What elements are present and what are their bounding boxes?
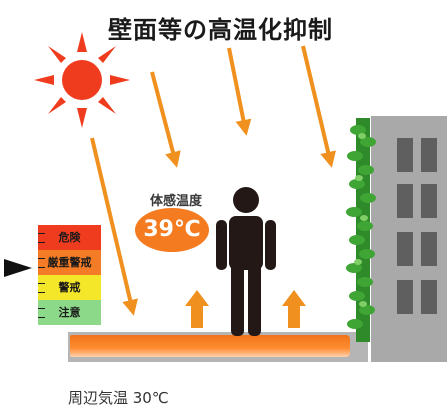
scale-tick (38, 308, 45, 309)
scale-tick (38, 267, 45, 268)
heat-index-scale: 危険 厳重警戒 警戒 注意 (38, 225, 101, 325)
building-window (421, 232, 437, 266)
person-icon (216, 187, 276, 336)
scale-tick (38, 258, 45, 259)
building-window (397, 232, 413, 266)
building-window (397, 184, 413, 218)
scale-tick (38, 317, 45, 318)
scale-level-warning: 警戒 (38, 275, 101, 300)
hot-pavement-surface (70, 335, 350, 357)
scale-tick (38, 283, 45, 284)
sunlight-ray (90, 137, 138, 316)
body-temp-label: 体感温度 (149, 194, 202, 209)
scale-level-caution: 注意 (38, 300, 101, 325)
sunlight-ray (227, 47, 252, 136)
wall-greenery (346, 118, 376, 342)
scale-level-danger: 危険 (38, 225, 101, 250)
building-window (421, 184, 437, 218)
scale-tick (38, 233, 45, 234)
sun-icon (34, 32, 130, 128)
heat-rising-arrows (185, 290, 306, 328)
sunlight-ray (301, 45, 336, 168)
pointer-triangle-icon (4, 259, 32, 277)
sunlight-rays (90, 45, 336, 316)
scale-tick (38, 292, 45, 293)
page-title: 壁面等の高温化抑制 (108, 16, 333, 44)
ambient-temperature: 周辺気温 30℃ (68, 389, 169, 407)
heat-arrow-icon (185, 290, 209, 328)
sunlight-ray (150, 71, 181, 168)
scale-tick (38, 242, 45, 243)
scale-level-severe-warning: 厳重警戒 (38, 250, 101, 275)
building-window (421, 138, 437, 172)
building-window (397, 280, 413, 314)
building (371, 116, 447, 362)
building-window (421, 280, 437, 314)
heat-arrow-icon (282, 290, 306, 328)
building-window (397, 138, 413, 172)
body-temp-value: 39℃ (135, 208, 209, 252)
